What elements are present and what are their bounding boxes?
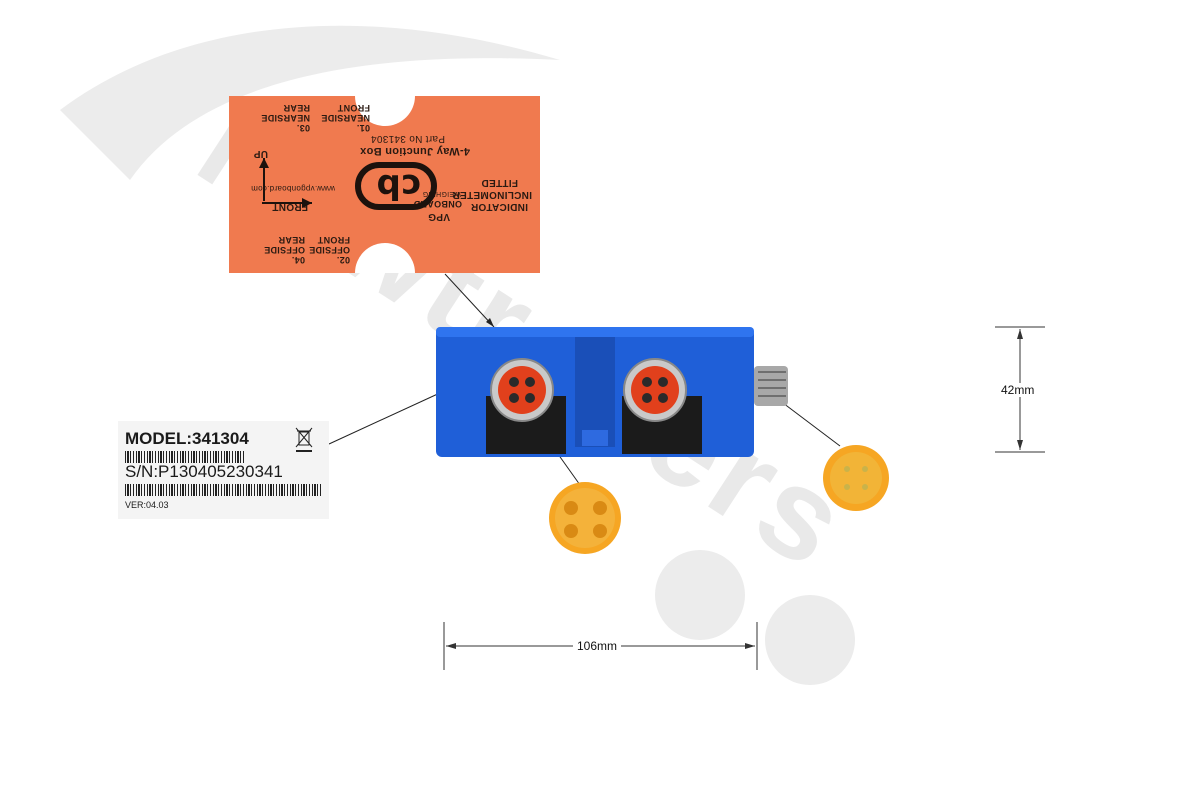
left-socket-pin-2 [525,377,535,387]
version-number: VER:04.03 [125,500,169,510]
serial-barcode [125,484,321,496]
width-dimension-label: 106mm [573,639,622,653]
model-barcode [125,451,245,463]
weee-bin-icon [295,427,313,452]
label-pointer-line [444,273,495,328]
model-number: MODEL:341304 [125,429,249,448]
center-channel [575,337,615,447]
width-arrow-right [745,643,755,649]
center-channel-inner [582,430,608,446]
female-connector-face [549,482,621,554]
junction-box [436,327,788,457]
width-arrow-left [446,643,456,649]
watermark-swoosh [60,25,560,181]
right-socket-face [631,366,679,414]
right-socket-pin-4 [658,393,668,403]
watermark-dot-1 [655,550,745,640]
right-socket-pin-3 [642,393,652,403]
housing-top-edge [436,327,754,337]
right-socket-pin-2 [658,377,668,387]
height-arrow-top [1017,329,1023,339]
height-dimension-label: 42mm [997,383,1039,397]
label-pointer-arrow [486,318,494,327]
right-socket-pin-1 [642,377,652,387]
label-arrows [259,158,312,208]
plug-pointer-line [782,402,841,447]
height-arrow-bottom [1017,440,1023,450]
sticker-pointer-line [328,391,443,445]
model-sticker: MODEL:341304 S/N:P130405230341 VER:04.03 [118,421,329,519]
serial-number: S/N:P130405230341 [125,462,283,481]
male-connector-face [823,445,889,511]
left-socket-pin-1 [509,377,519,387]
left-socket-pin-3 [509,393,519,403]
junction-box-label: INDICATOR INCLINOMETER FITTED VPG ONBOAR… [229,96,540,273]
watermark-dot-2 [765,595,855,685]
left-socket-face [498,366,546,414]
left-socket-pin-4 [525,393,535,403]
